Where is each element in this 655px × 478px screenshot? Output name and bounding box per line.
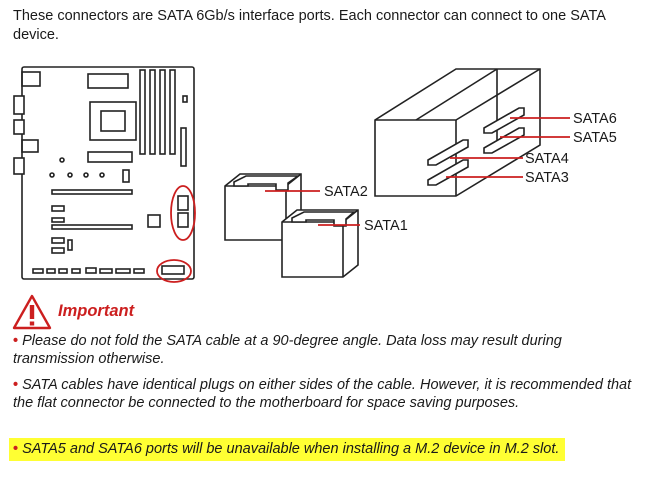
note-text: SATA5 and SATA6 ports will be unavailabl… xyxy=(22,441,560,457)
label-sata1: SATA1 xyxy=(364,218,408,234)
label-sata2: SATA2 xyxy=(324,184,368,200)
note-text: Please do not fold the SATA cable at a 9… xyxy=(13,333,562,367)
label-sata6: SATA6 xyxy=(573,111,617,127)
note-fold-cable: •Please do not fold the SATA cable at a … xyxy=(13,332,643,368)
label-sata4: SATA4 xyxy=(525,151,569,167)
bullet-icon: • xyxy=(13,377,19,393)
label-sata3: SATA3 xyxy=(525,170,569,186)
note-text: SATA cables have identical plugs on eith… xyxy=(13,377,632,411)
motherboard-illustration xyxy=(13,66,195,280)
highlight-ellipse-side xyxy=(170,185,196,241)
sata-connector-diagram: SATA2 SATA1 SATA6 SATA5 SATA4 SATA3 xyxy=(13,66,617,283)
highlight-ellipse-bottom xyxy=(156,259,192,283)
note-m2-unavailable: •SATA5 and SATA6 ports will be unavailab… xyxy=(9,438,566,461)
label-sata5: SATA5 xyxy=(573,130,617,146)
sata1-connector xyxy=(281,209,359,278)
bullet-icon: • xyxy=(13,333,19,349)
important-title: Important xyxy=(58,302,135,320)
bullet-icon: • xyxy=(13,441,19,457)
note-identical-plugs: •SATA cables have identical plugs on eit… xyxy=(13,376,643,412)
stacked-sata-block xyxy=(374,68,541,197)
intro-text: These connectors are SATA 6Gb/s interfac… xyxy=(13,8,606,43)
warning-triangle-icon xyxy=(12,294,52,330)
important-callout: Important xyxy=(12,294,312,330)
